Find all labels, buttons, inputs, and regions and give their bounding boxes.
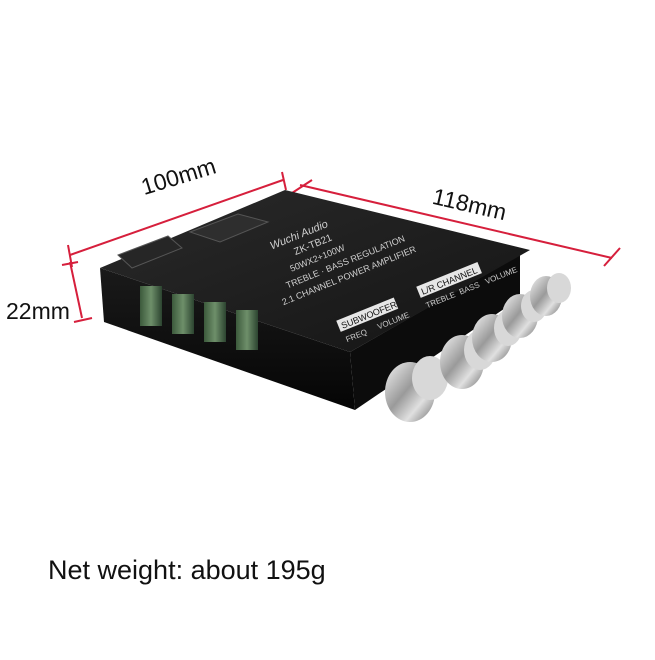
subwoofer-label-bg xyxy=(336,297,399,332)
capacitor-3 xyxy=(204,302,226,342)
board-front-side xyxy=(100,268,355,410)
height-top-tick xyxy=(61,261,79,266)
knob-channel-volume xyxy=(530,273,571,316)
length-right-tick xyxy=(603,247,621,267)
capacitor-2 xyxy=(172,294,194,334)
length-left-tick xyxy=(291,179,313,194)
height-dimension-label: 22mm xyxy=(6,298,70,324)
dimension-lines xyxy=(61,171,621,323)
channel-label-bg xyxy=(416,262,482,298)
net-weight-caption: Net weight: about 195g xyxy=(48,555,326,585)
height-bottom-tick xyxy=(73,317,93,323)
knob-subwoofer-freq xyxy=(385,356,448,422)
terminal-block-left xyxy=(117,235,183,269)
terminal-block-right xyxy=(188,213,270,243)
capacitor-1 xyxy=(140,286,162,326)
width-right-tick xyxy=(281,171,287,191)
capacitor-4 xyxy=(236,310,258,350)
knobs xyxy=(385,273,571,422)
capacitors xyxy=(140,286,258,350)
width-dimension-line xyxy=(69,179,284,256)
height-dimension-line xyxy=(69,261,83,319)
length-dimension-line xyxy=(299,184,613,259)
